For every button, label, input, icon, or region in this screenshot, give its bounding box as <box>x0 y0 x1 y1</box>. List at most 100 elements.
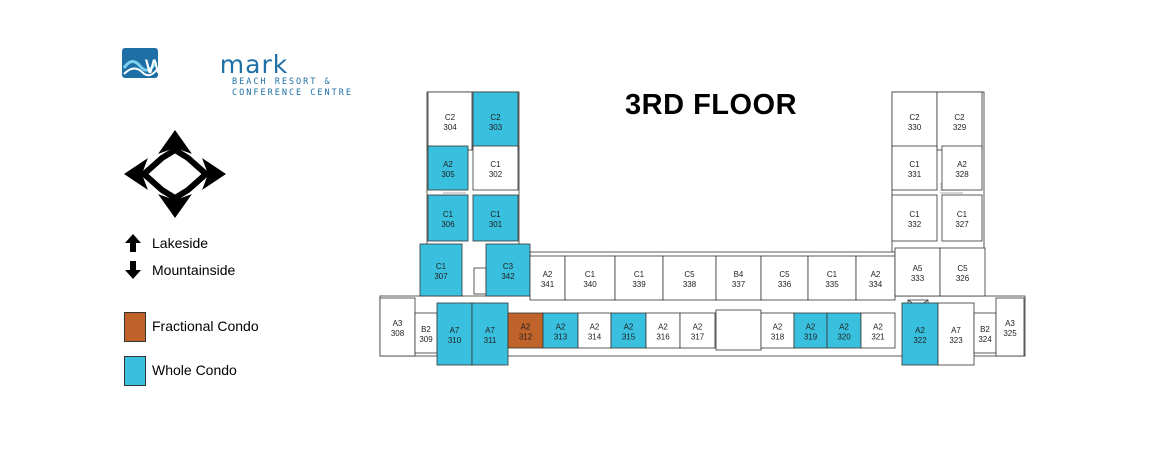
unit-number-label: 318 <box>771 333 785 342</box>
unit-number-label: 322 <box>913 336 927 345</box>
unit-type-label: A2 <box>957 160 967 169</box>
unit-type-label: A2 <box>915 326 925 335</box>
unit-type-label: C1 <box>634 270 645 279</box>
unit-shape[interactable] <box>419 243 463 297</box>
unit-shape[interactable] <box>941 145 983 191</box>
unit-type-label: A7 <box>450 326 460 335</box>
unit-shape[interactable] <box>891 91 938 151</box>
unit-shape[interactable] <box>860 312 896 349</box>
unit-shape[interactable] <box>760 255 809 301</box>
unit-shape[interactable] <box>379 297 416 357</box>
unit-shape[interactable] <box>939 247 986 297</box>
unit-shape[interactable] <box>891 194 938 242</box>
unit-number-label: 319 <box>804 333 818 342</box>
unit-shape[interactable] <box>427 145 469 191</box>
unit-shape[interactable] <box>941 194 983 242</box>
unit-shape[interactable] <box>901 302 939 366</box>
unit-number-label: 342 <box>501 272 515 281</box>
unit-shape[interactable] <box>472 194 519 242</box>
unit-type-label: C1 <box>443 210 454 219</box>
unit-type-label: A7 <box>485 326 495 335</box>
unit-shape[interactable] <box>662 255 717 301</box>
unit-shape[interactable] <box>427 91 473 151</box>
unit-shape[interactable] <box>507 312 544 349</box>
unit-number-label: 339 <box>632 280 646 289</box>
unit-number-label: 331 <box>908 170 922 179</box>
unit-shape[interactable] <box>564 255 616 301</box>
unit-shape[interactable] <box>679 312 716 349</box>
unit-number-label: 321 <box>871 333 885 342</box>
logo-word-part1: water <box>144 50 220 79</box>
unit-shape[interactable] <box>577 312 612 349</box>
unit-number-label: 330 <box>908 123 922 132</box>
unit-shape[interactable] <box>427 194 469 242</box>
unit-number-label: 320 <box>837 333 851 342</box>
unit-type-label: C1 <box>585 270 596 279</box>
unit-shape[interactable] <box>936 91 983 151</box>
unit-shape[interactable] <box>472 91 519 151</box>
unit-type-label: A2 <box>521 323 531 332</box>
unit-shape[interactable] <box>995 297 1025 357</box>
unit-shape[interactable] <box>855 255 896 301</box>
unit-shape[interactable] <box>485 243 531 297</box>
unit-shape[interactable] <box>472 145 519 191</box>
unit-shape[interactable] <box>891 145 938 191</box>
unit-number-label: 309 <box>419 335 433 344</box>
unit-number-label: 316 <box>656 333 670 342</box>
unit-type-label: A2 <box>871 270 881 279</box>
unit-shape[interactable] <box>614 255 664 301</box>
unit-type-label: C1 <box>490 210 501 219</box>
unit-shape[interactable] <box>826 312 862 349</box>
unit-shape[interactable] <box>760 312 795 349</box>
unit-shape[interactable] <box>471 302 509 366</box>
unit-shape[interactable] <box>610 312 647 349</box>
unit-shape[interactable] <box>894 247 941 297</box>
unit-shape[interactable] <box>937 302 975 366</box>
unit-number-label: 332 <box>908 220 922 229</box>
unit-shape[interactable] <box>645 312 681 349</box>
unit-type-label: A2 <box>806 323 816 332</box>
